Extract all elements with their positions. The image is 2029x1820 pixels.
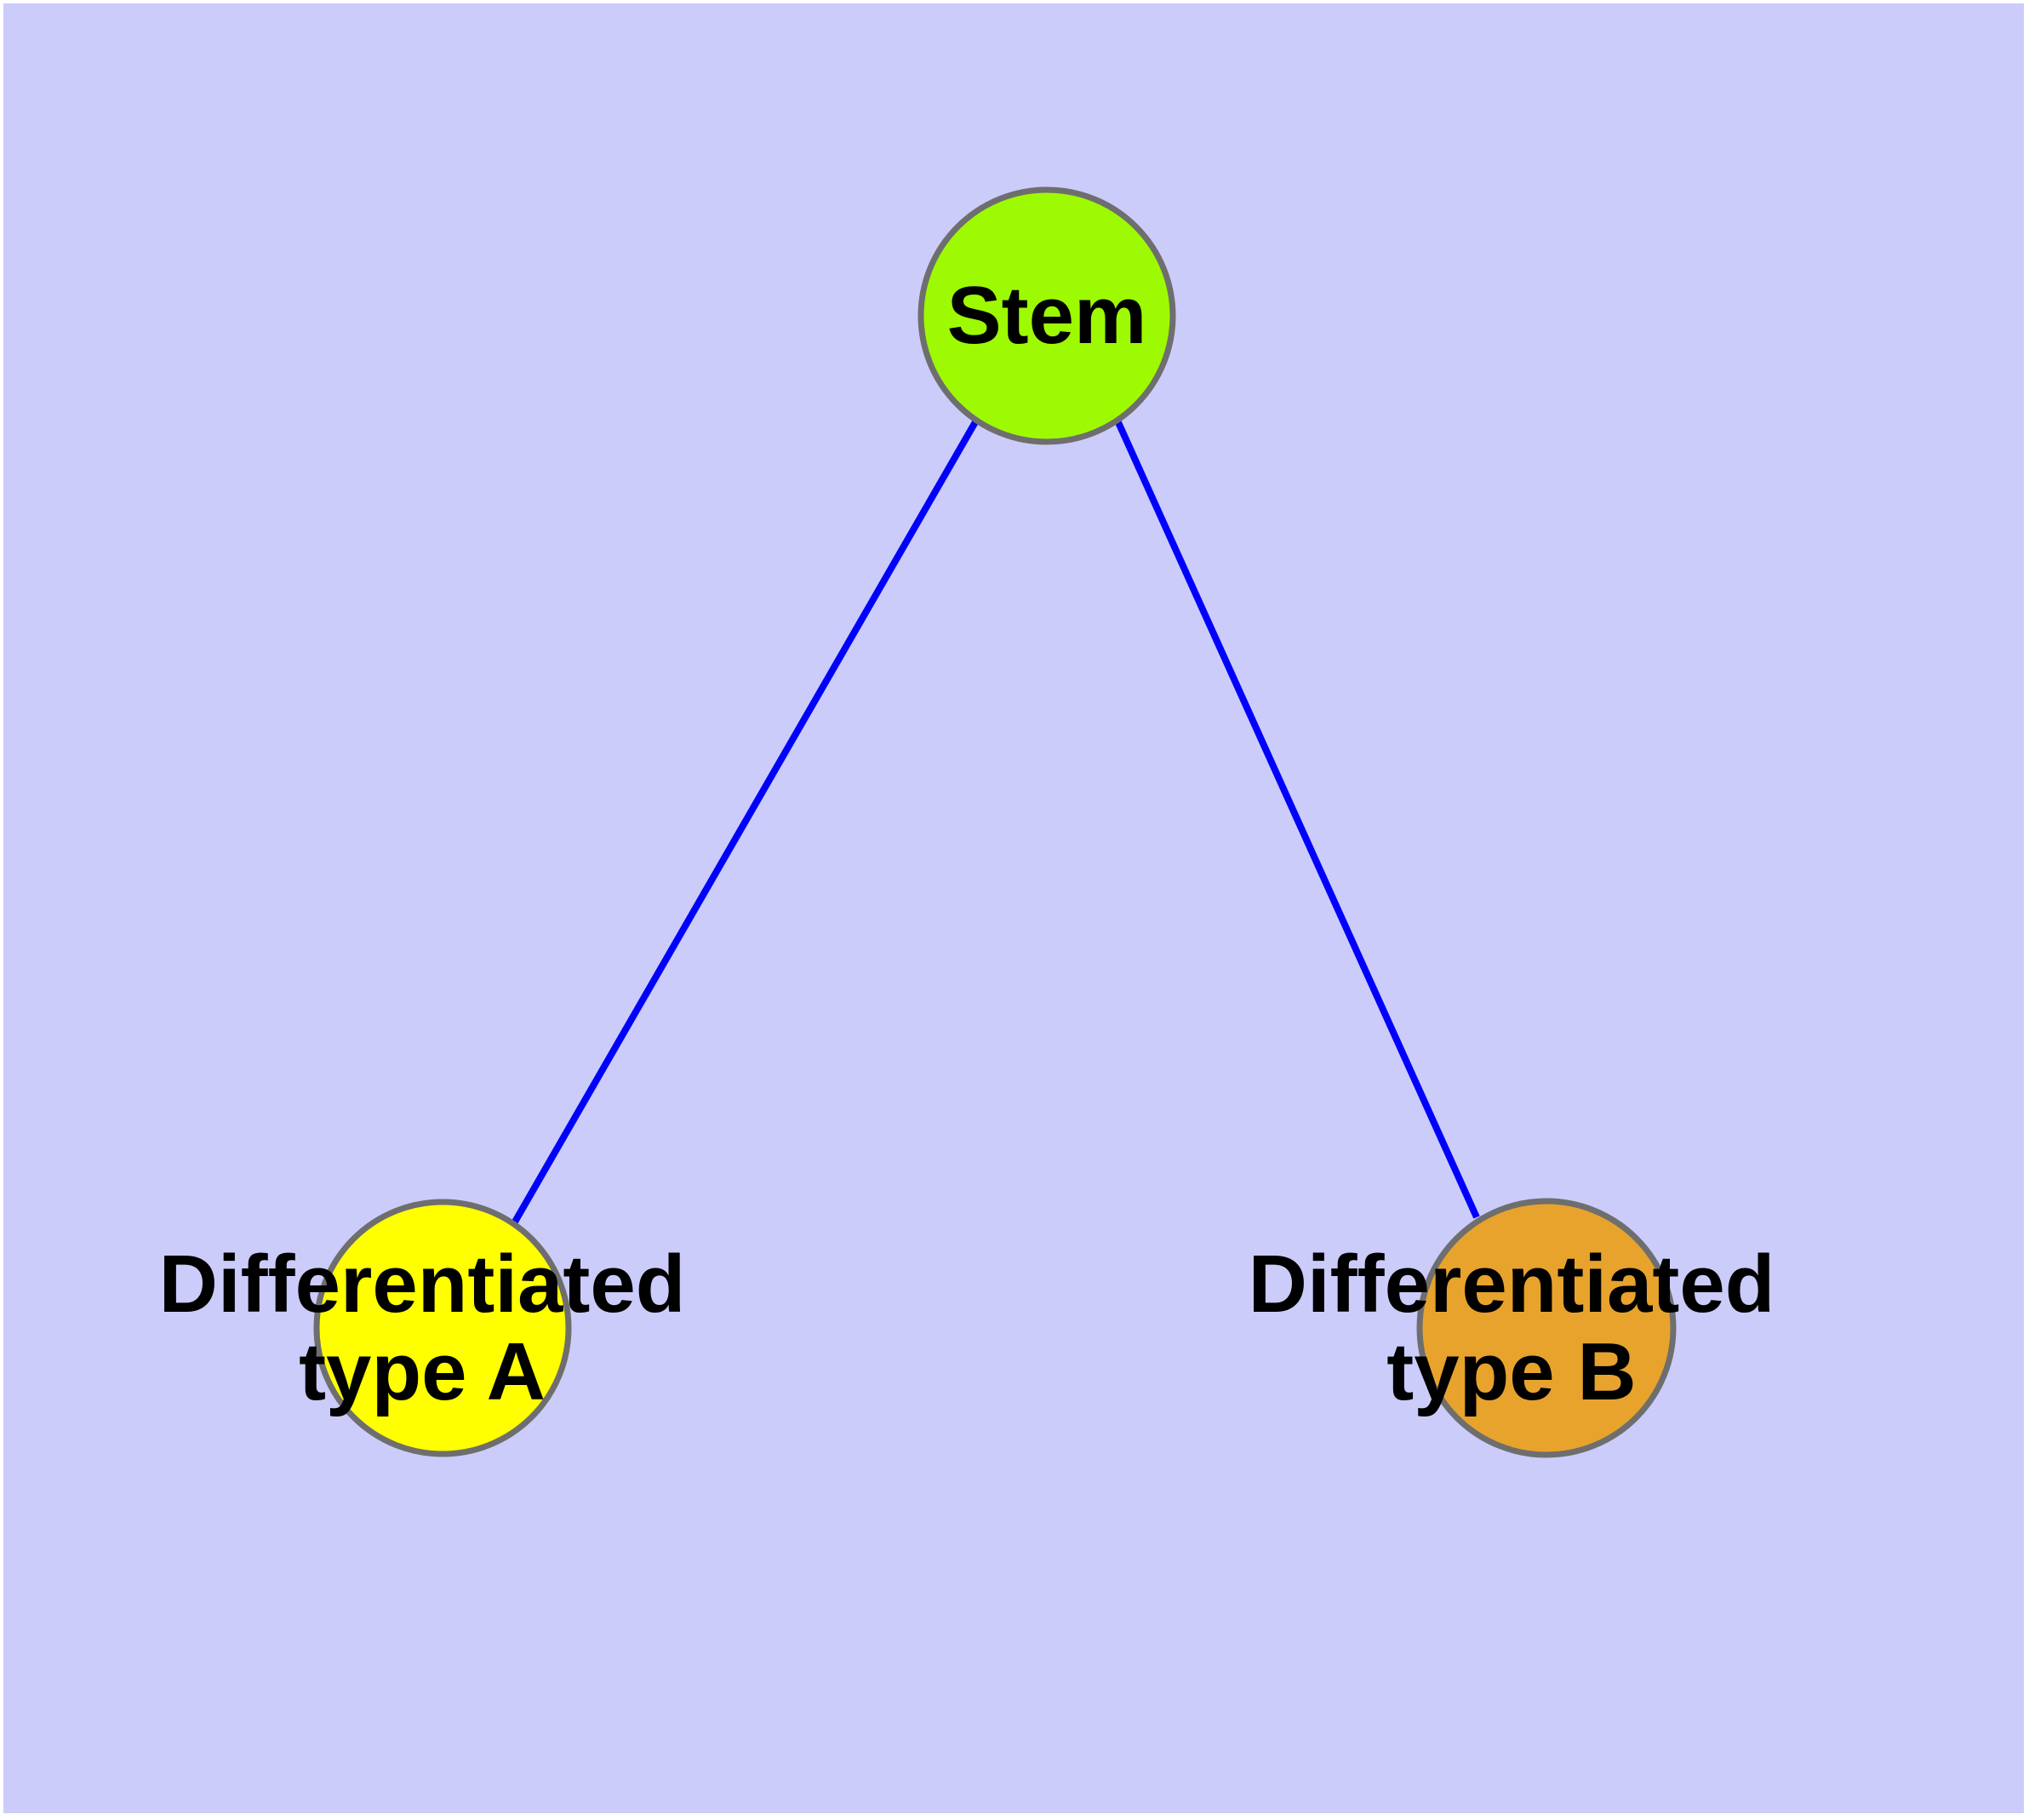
edge-stem-to-differentiated-a (511, 419, 980, 1225)
edge-stem-to-differentiated-b (1114, 419, 1480, 1219)
node-stem[interactable] (917, 186, 1176, 445)
edge-layer (511, 419, 1480, 1225)
node-differentiated-type-b[interactable] (1416, 1198, 1677, 1458)
node-layer (313, 186, 1677, 1458)
node-differentiated-type-a[interactable] (313, 1199, 572, 1457)
